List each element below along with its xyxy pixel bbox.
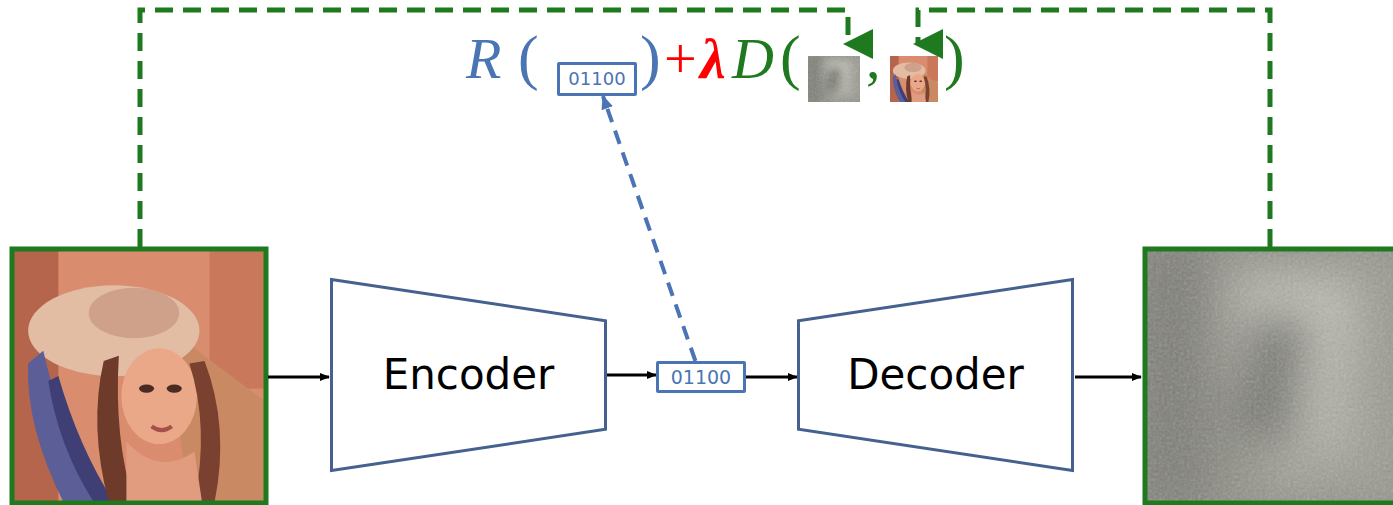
- image-frame: [12, 249, 266, 503]
- parenthesis: (: [518, 26, 539, 88]
- reconstruction-thumbnail: [808, 56, 860, 102]
- input-thumbnail: [890, 56, 938, 102]
- encoder-block: Encoder: [330, 278, 607, 472]
- trapezoid-outline: [799, 280, 1073, 471]
- distortion-input-line: [140, 10, 848, 247]
- reconstructed-image: [1146, 250, 1393, 502]
- distortion-input-line: [918, 10, 1270, 247]
- lambda-symbol: λ: [700, 30, 726, 88]
- block-label: Decoder: [847, 354, 1024, 396]
- rate-link: [603, 96, 695, 361]
- decoder-block: Decoder: [797, 278, 1074, 472]
- input-image: [13, 250, 265, 502]
- bitstream-text: 01100: [671, 368, 731, 387]
- comma: ,: [866, 30, 881, 88]
- flow-arrow: [268, 376, 329, 379]
- bitstream-text: 01100: [568, 70, 625, 88]
- image-frame: [1145, 249, 1393, 503]
- parenthesis: ): [640, 26, 661, 88]
- parenthesis: ): [944, 26, 965, 88]
- block-label: Encoder: [383, 354, 555, 396]
- parenthesis: (: [780, 26, 801, 88]
- distortion-symbol: D: [732, 30, 774, 88]
- plus-sign: +: [664, 30, 697, 88]
- rate-bitstream-box: 01100: [557, 62, 637, 96]
- flow-arrow: [1075, 376, 1141, 379]
- bitstream-box: 01100: [656, 361, 746, 393]
- trapezoid-outline: [332, 280, 606, 471]
- flow-arrow: [607, 374, 656, 377]
- rate-symbol: R: [466, 30, 501, 88]
- flow-arrow: [746, 376, 797, 379]
